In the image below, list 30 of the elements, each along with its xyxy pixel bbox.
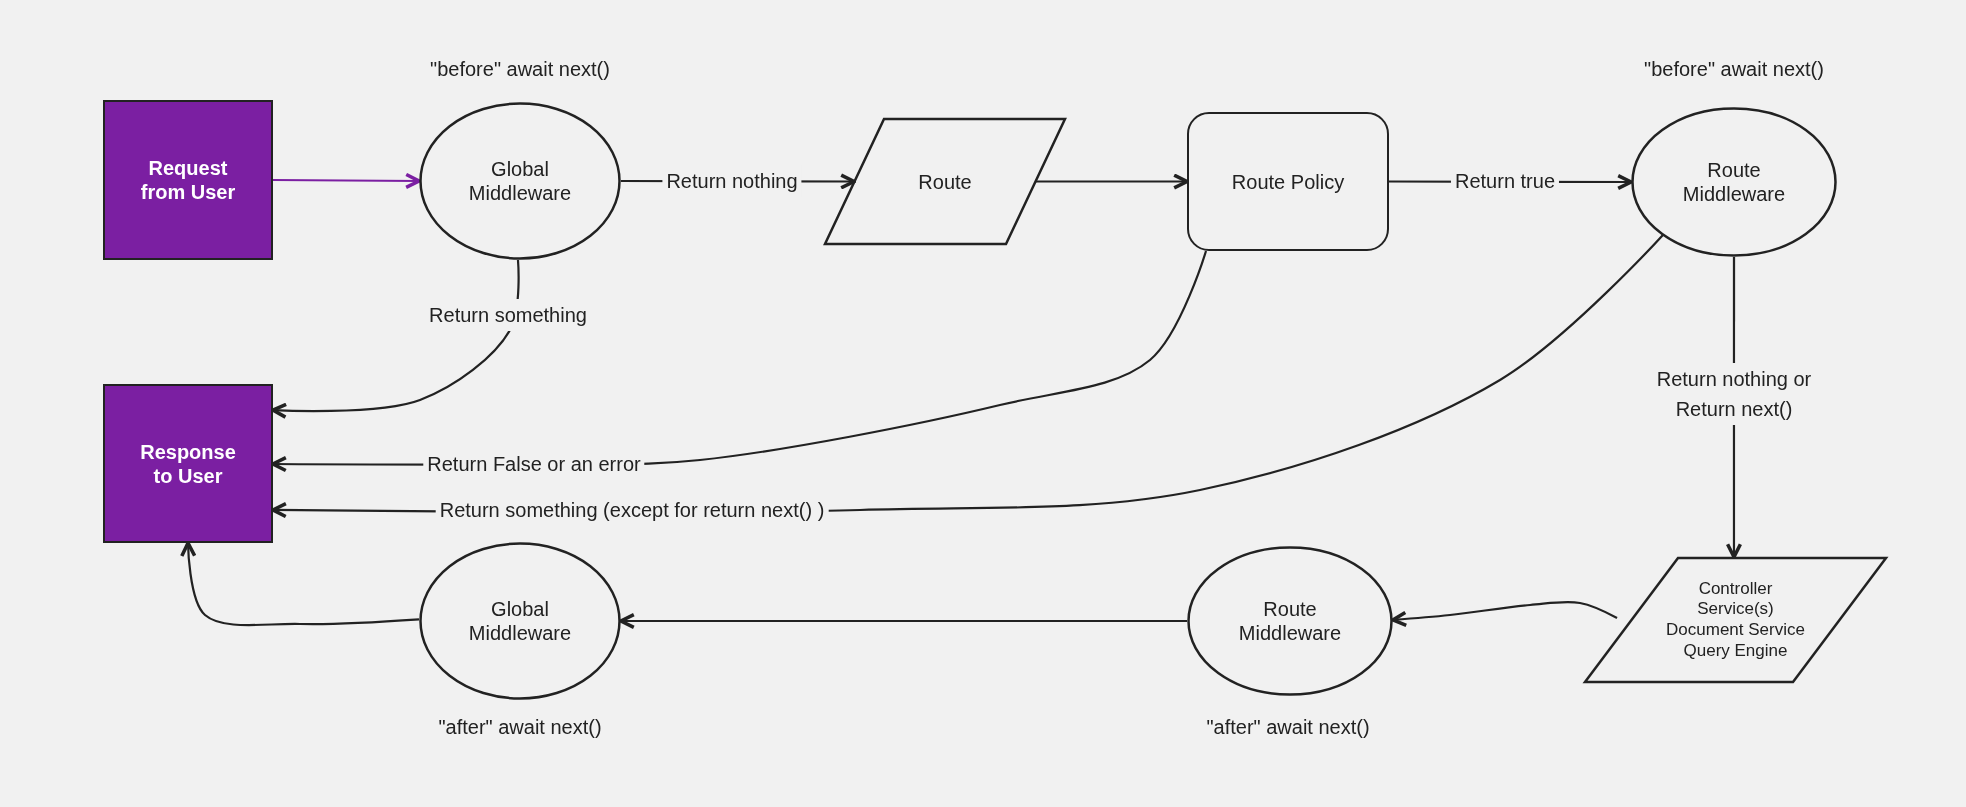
node-caption: "after" await next(): [1206, 716, 1370, 739]
node-label: Document Service: [1666, 620, 1805, 641]
node-label: Service(s): [1697, 599, 1774, 620]
node-label: Global Middleware: [467, 597, 573, 645]
arrow: [1036, 173, 1189, 190]
arrow: [273, 172, 421, 190]
arrow: [619, 612, 1187, 630]
process-box: [103, 384, 273, 543]
arrow: [1391, 600, 1618, 628]
data-parallelogram: [824, 118, 1066, 245]
node-label: Query Engine: [1683, 640, 1788, 662]
node-label: Global Middleware: [467, 157, 573, 205]
node-label: Response to User: [139, 439, 237, 488]
process-box: [1187, 112, 1389, 251]
node-label: Route: [918, 169, 972, 194]
process-box: [103, 100, 273, 260]
node-label: Route Policy: [1231, 169, 1345, 194]
node-label: Route Middleware: [1237, 597, 1343, 645]
node-label: Route Middleware: [1681, 158, 1787, 206]
arrow: [180, 541, 420, 627]
node-label: Request from User: [139, 156, 237, 204]
node-caption: "after" await next(): [438, 716, 602, 739]
process-ellipse: [419, 542, 621, 700]
node-label: Controller: [1698, 578, 1773, 600]
process-ellipse: [419, 102, 621, 260]
node-caption: "before" await next(): [1644, 58, 1824, 81]
process-ellipse: [1631, 107, 1837, 257]
data-parallelogram: [1584, 557, 1887, 683]
process-ellipse: [1187, 546, 1393, 696]
node-caption: "before" await next(): [430, 58, 610, 81]
